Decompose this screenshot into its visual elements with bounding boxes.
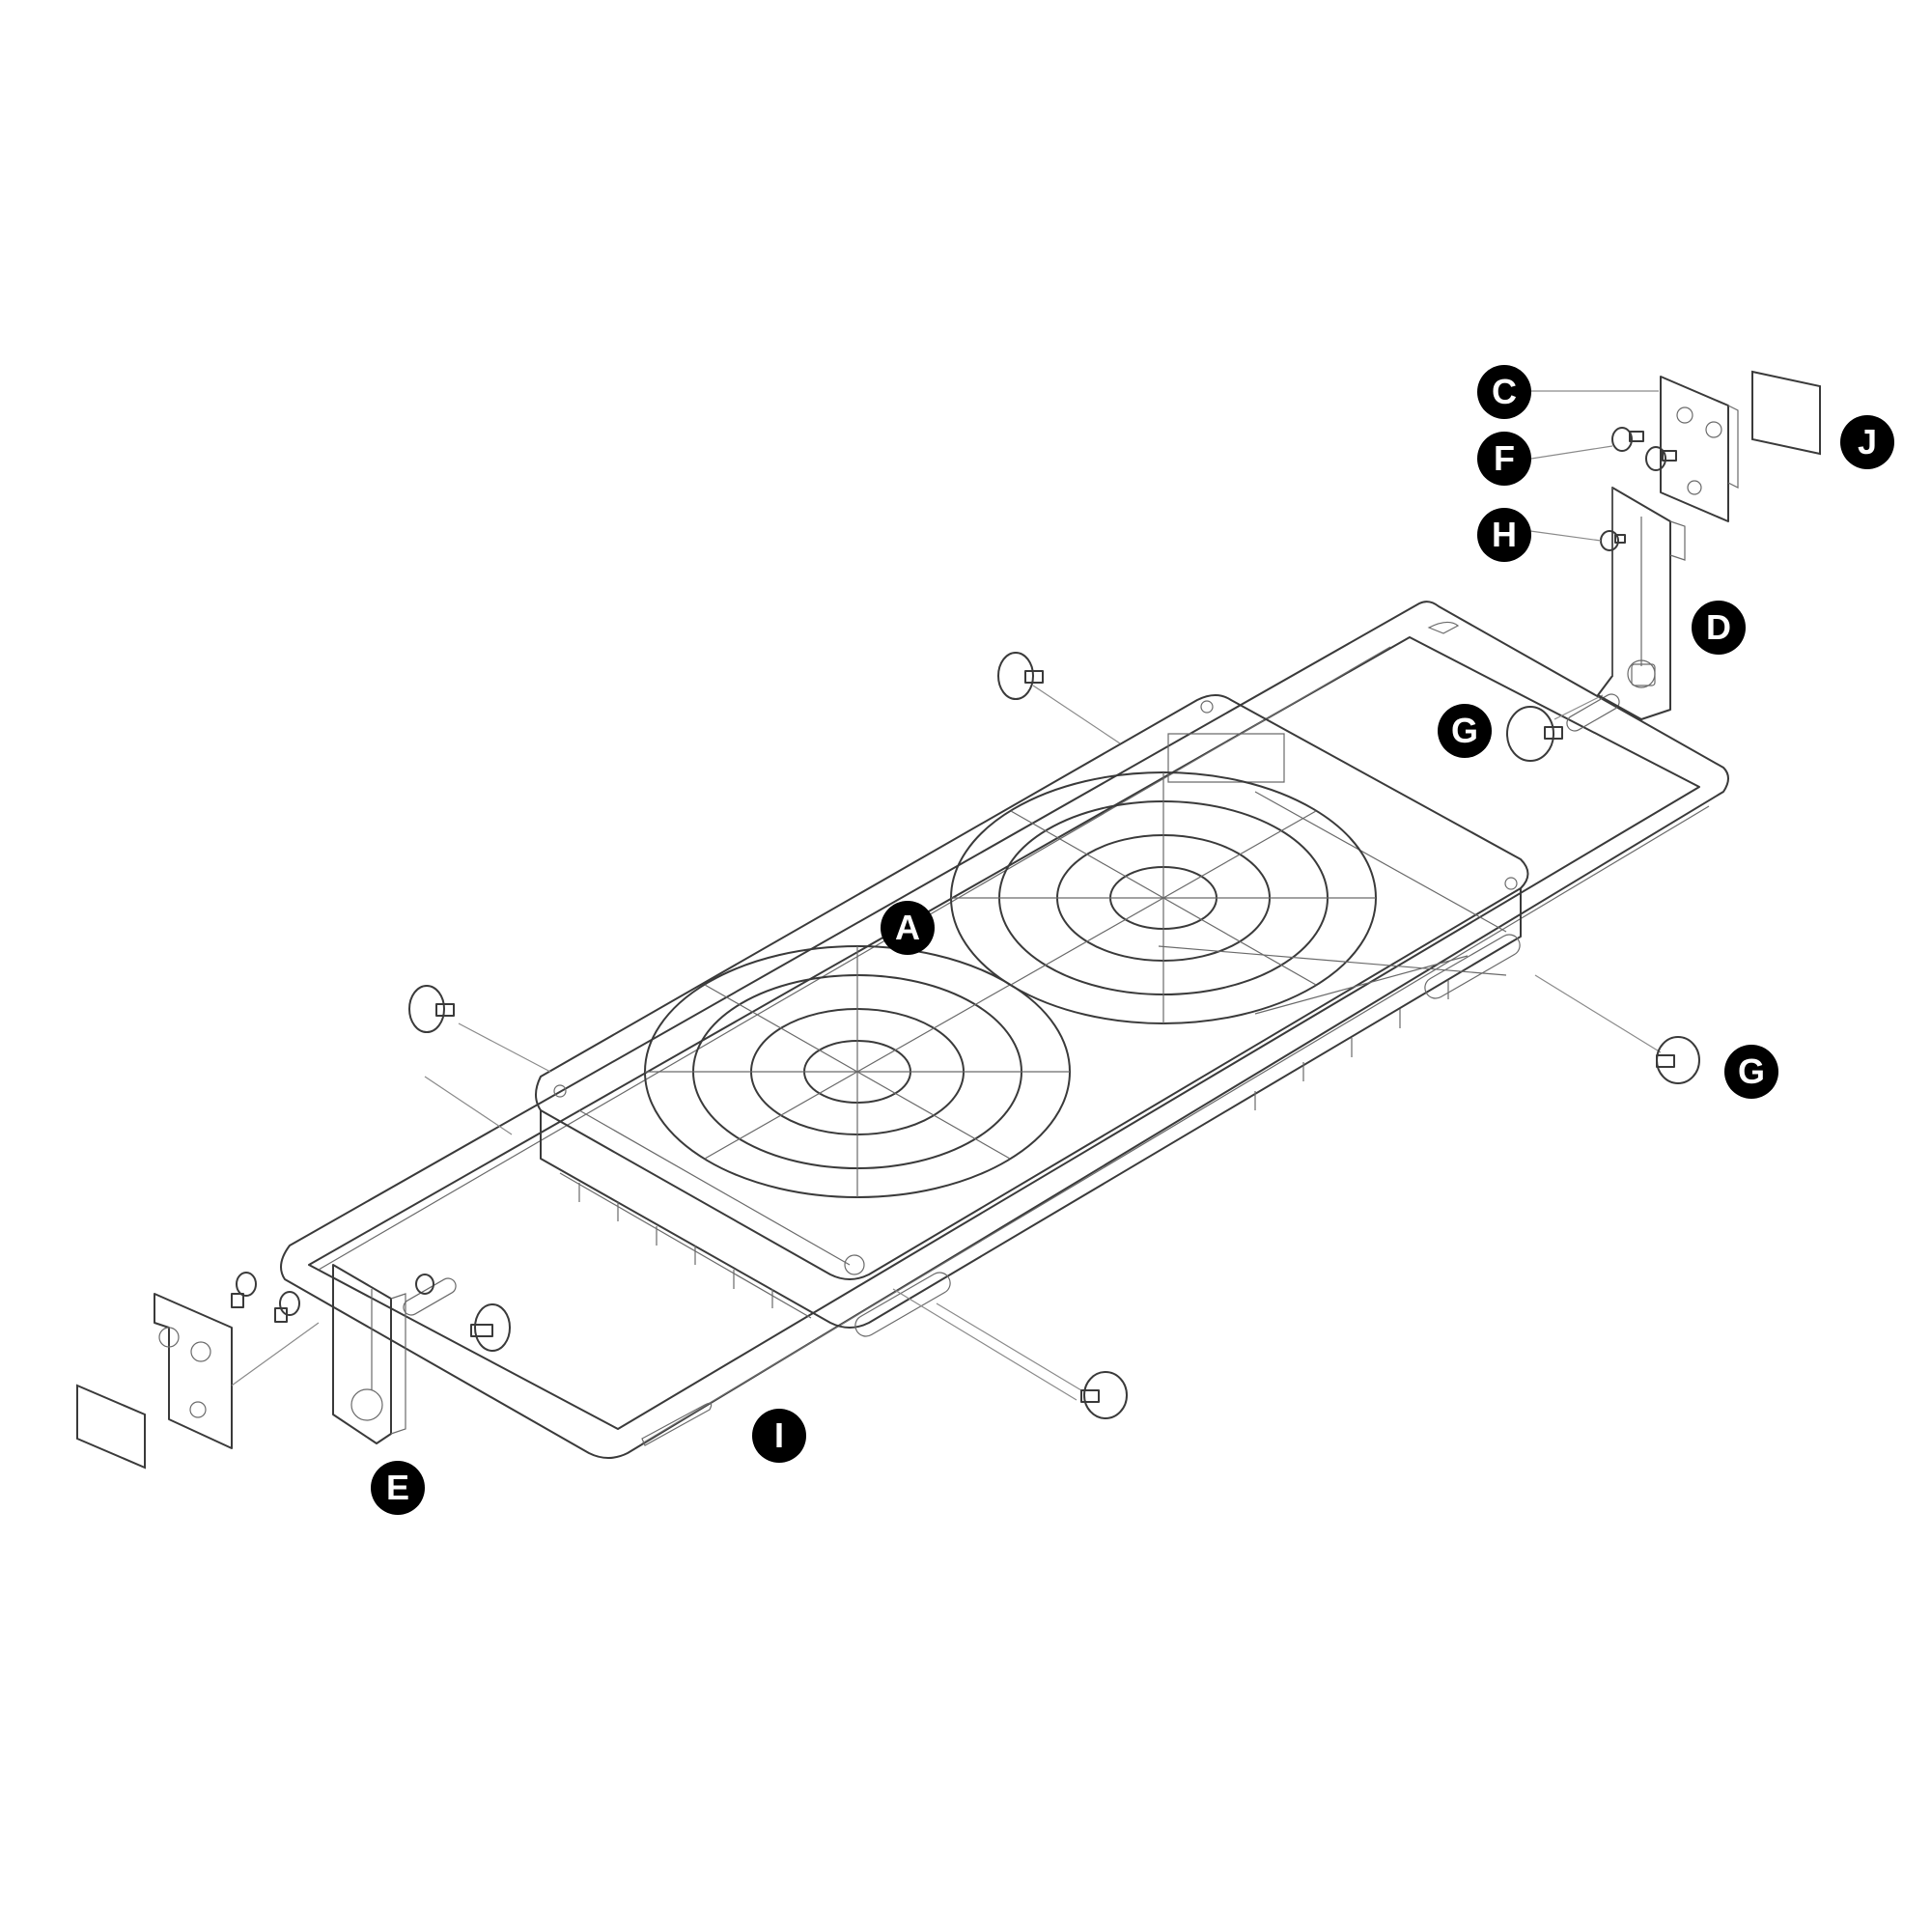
thumb-screw-right [1534,974,1700,1084]
frame-slots [403,693,1620,1337]
bracket-e [332,1264,406,1444]
callout-f: F [1477,432,1531,486]
thumb-screw-g-top [1506,694,1604,762]
pad-j [1751,370,1821,456]
callout-c: C [1477,365,1531,419]
fan-grille-right [950,771,1377,1024]
callout-g-top: G [1438,704,1492,758]
callout-a: A [881,901,935,955]
thumb-screw-bottom-left [424,1076,513,1352]
bracket-c [1660,376,1739,522]
callout-h: H [1477,508,1531,562]
fan-housing [535,694,1529,1329]
callout-d: D [1692,601,1746,655]
callout-e: E [371,1461,425,1515]
heatsink-fins [559,945,1507,1319]
end-plate-left [154,1272,434,1449]
callout-g-right: G [1724,1045,1778,1099]
thumb-screw-top-left [997,652,1121,744]
screws-f [1611,427,1677,471]
thumb-screw-left [408,985,551,1073]
mounting-frame [280,601,1729,1459]
bracket-d [1597,487,1686,720]
thumb-screw-bottom [936,1302,1128,1419]
callout-j: J [1840,415,1894,469]
pad-left [76,1384,146,1470]
callout-i: I [752,1409,806,1463]
leader-lines [231,390,1659,1401]
fan-grille-left [644,945,1071,1198]
